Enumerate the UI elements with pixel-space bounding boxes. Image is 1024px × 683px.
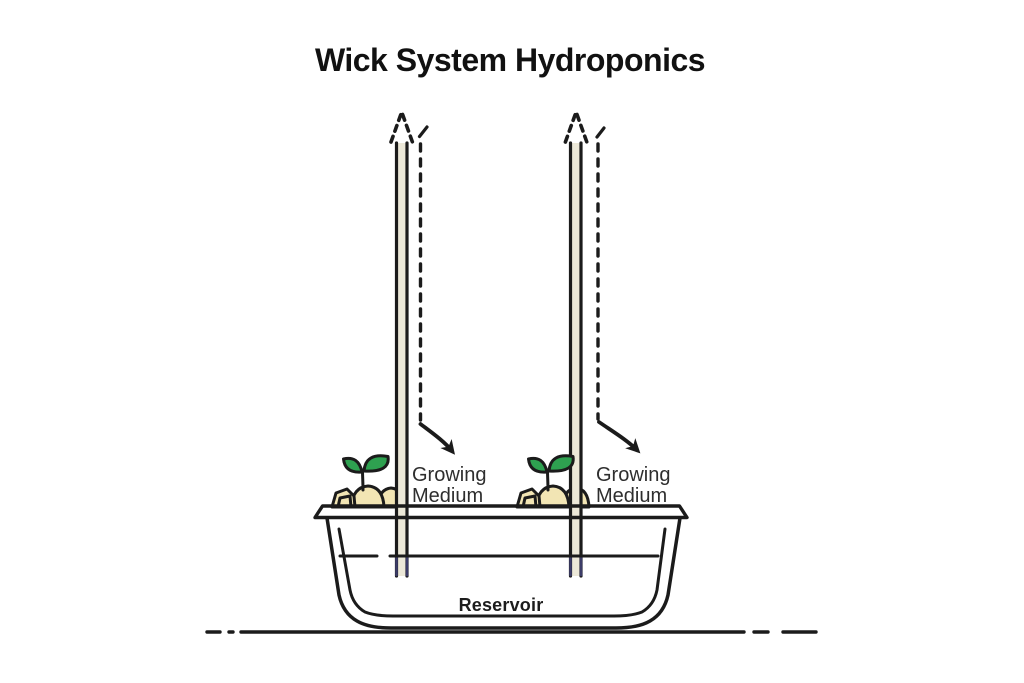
wick-right: [568, 141, 583, 578]
growing-medium-label-left: Growing Medium: [412, 464, 492, 507]
capillary-up-arrow-right-icon: [563, 110, 589, 144]
wick-left: [394, 141, 409, 578]
growing-medium-label-right: Growing Medium: [596, 464, 676, 507]
growing-medium-label-left-line2: Medium: [412, 485, 483, 507]
growing-medium-label-left-line1: Growing: [412, 464, 486, 486]
dashed-flow-line-left: [417, 125, 429, 422]
dashed-flow-line-right: [595, 126, 606, 421]
reservoir-container: [325, 516, 682, 630]
reservoir-rim: [313, 504, 689, 520]
growing-medium-label-right-line2: Medium: [596, 485, 667, 507]
reservoir-label: Reservoir: [459, 595, 544, 615]
growing-medium-label-right-line1: Growing: [596, 464, 670, 486]
growing-medium-pile-left: [330, 484, 406, 509]
capillary-up-arrow-left-icon: [389, 110, 415, 144]
growing-medium-arrow-right-icon: [597, 420, 641, 454]
growing-medium-arrow-left-icon: [418, 422, 455, 455]
diagram-title: Wick System Hydroponics: [315, 42, 705, 78]
